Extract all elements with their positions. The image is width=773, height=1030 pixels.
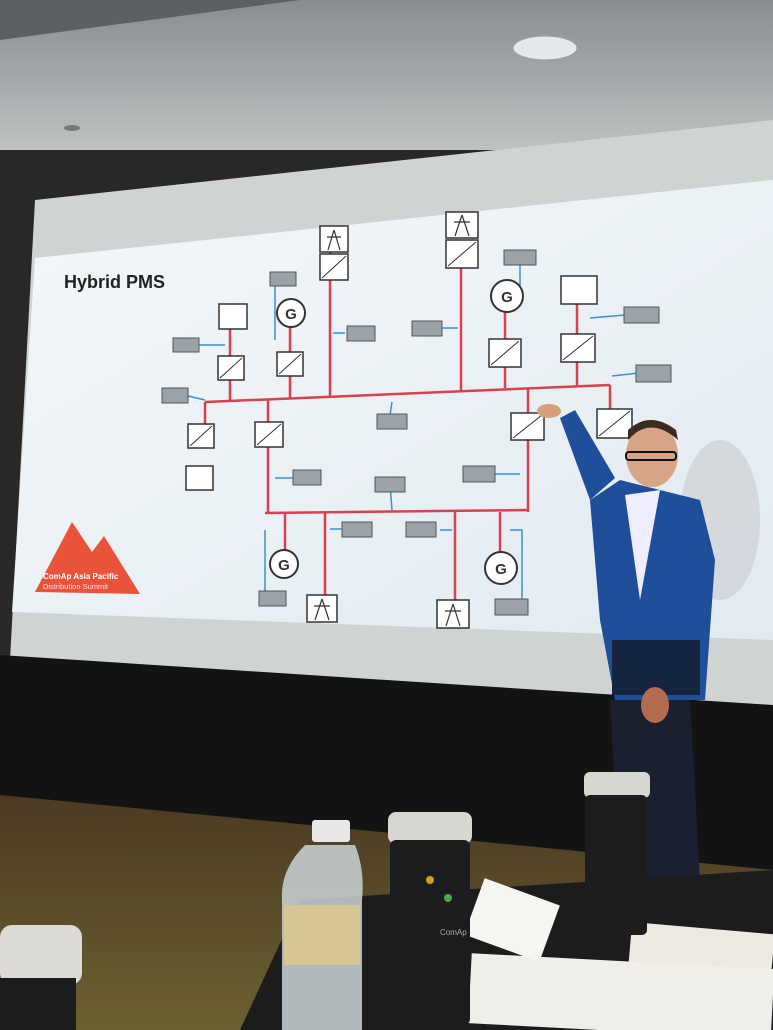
tumbler-brand: ComAp <box>440 928 467 937</box>
tumbler: ComAp <box>388 812 472 1025</box>
stage-curtain <box>0 655 773 880</box>
inverter-diagonals <box>189 241 631 447</box>
logo-line1: ComAp Asia Pacific <box>43 572 119 581</box>
ceiling-light <box>512 35 578 61</box>
battery-icons <box>185 275 598 491</box>
water-bottle <box>281 820 363 1030</box>
generator-label: G <box>501 289 513 306</box>
ceiling-beam <box>0 0 300 40</box>
logo-line2: Distribution Summit <box>43 582 109 591</box>
brochure <box>468 953 773 1030</box>
controller-modules <box>161 249 672 616</box>
generator-label: G <box>285 306 297 323</box>
generator-label: G <box>278 557 290 574</box>
comap-logo-mountain <box>35 522 140 594</box>
slide-title: Hybrid PMS <box>64 272 165 292</box>
generator-label: G <box>495 561 507 578</box>
generator-icons <box>269 279 524 585</box>
card <box>464 878 560 962</box>
ceiling-light <box>64 125 80 131</box>
tower-glyphs <box>314 214 470 627</box>
tumbler <box>0 925 82 1030</box>
tumbler <box>584 772 650 935</box>
